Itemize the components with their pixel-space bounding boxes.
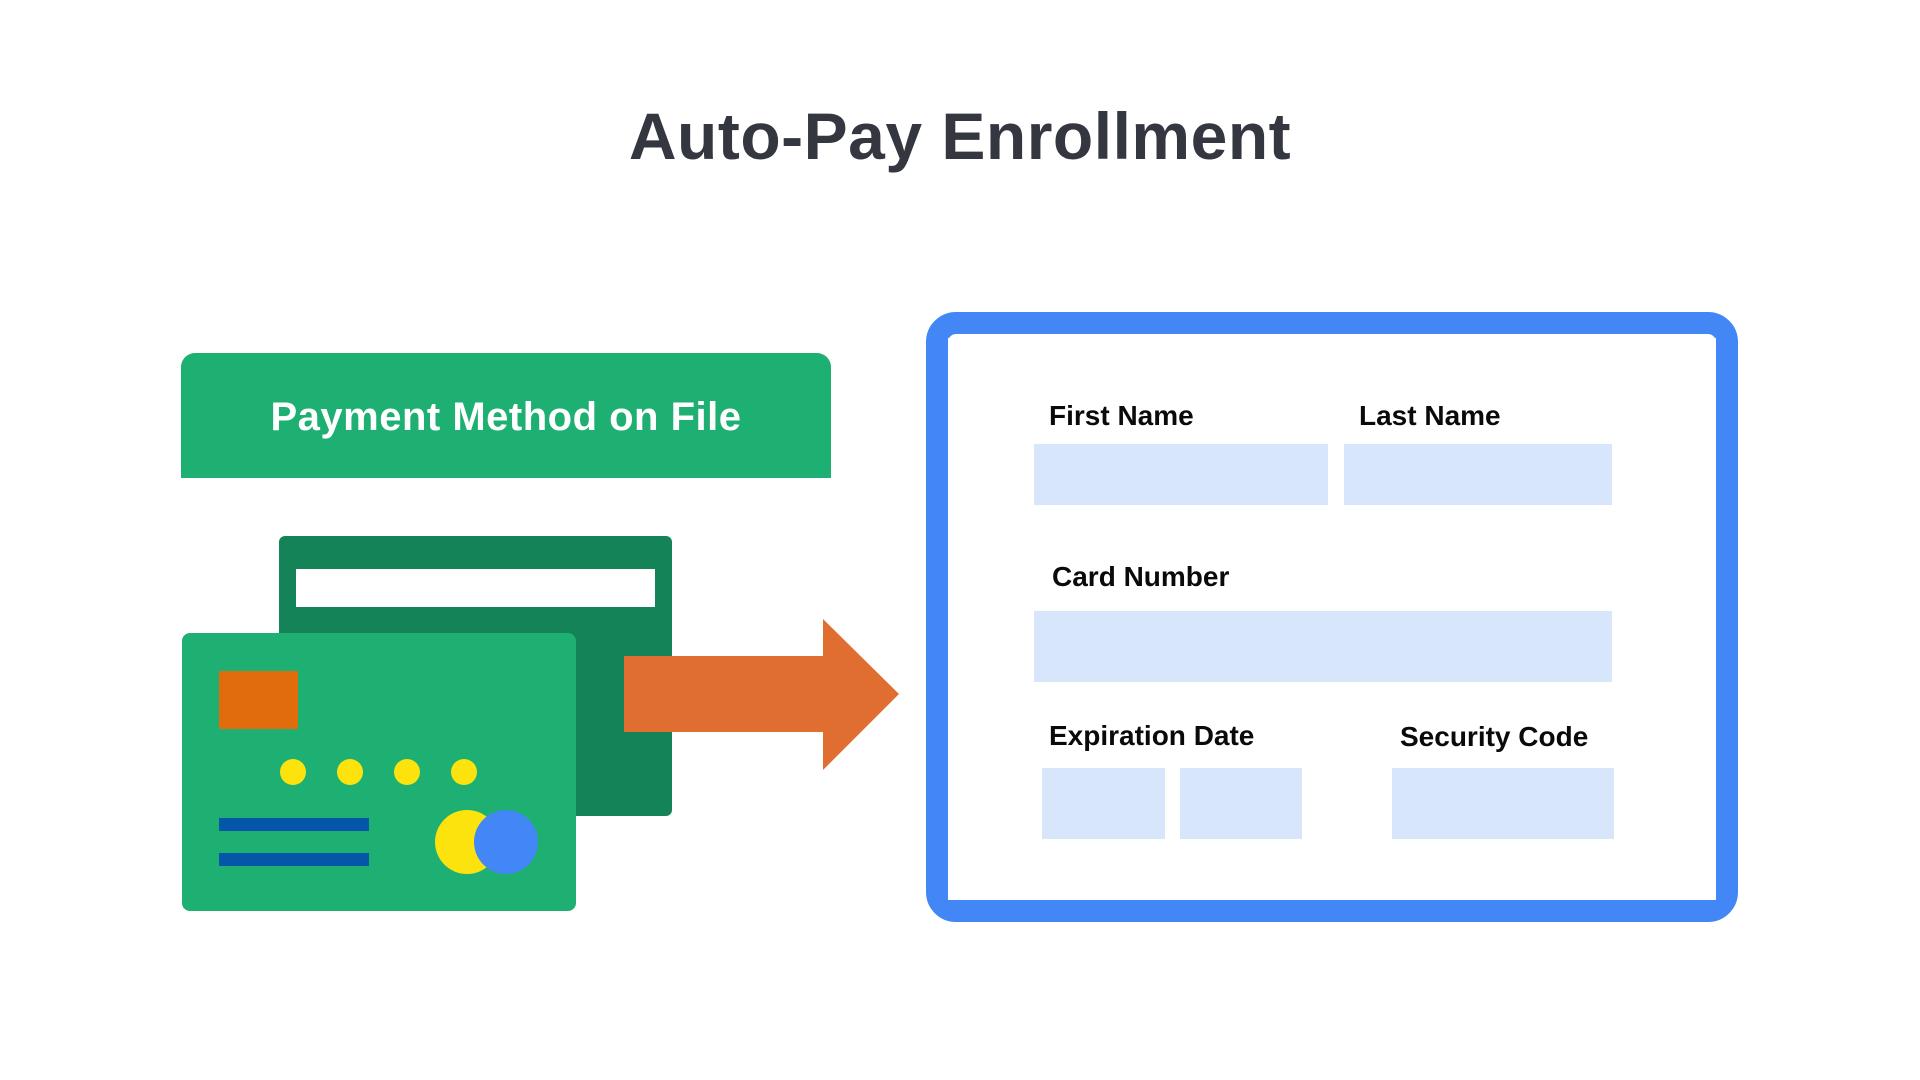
last-name-label: Last Name — [1359, 400, 1501, 431]
card-text-line — [219, 818, 369, 831]
card-dot-icon — [280, 759, 306, 785]
expiration-month-input[interactable] — [1042, 768, 1165, 839]
card-dot-icon — [451, 759, 477, 785]
card-chip-icon — [219, 671, 298, 729]
security-code-input[interactable] — [1392, 768, 1614, 839]
last-name-input[interactable] — [1344, 444, 1612, 505]
card-number-input[interactable] — [1034, 611, 1612, 682]
first-name-label: First Name — [1049, 400, 1194, 431]
security-code-label: Security Code — [1400, 721, 1589, 752]
arrow-right-icon — [624, 619, 899, 770]
card-logo-blue-circle-icon — [474, 810, 538, 874]
card-text-line — [219, 853, 369, 866]
banner-label: Payment Method on File — [270, 395, 742, 439]
credit-card-front-icon — [182, 633, 576, 911]
card-dot-icon — [394, 759, 420, 785]
first-name-input[interactable] — [1034, 444, 1328, 505]
card-dot-icon — [337, 759, 363, 785]
expiration-date-label: Expiration Date — [1049, 720, 1255, 751]
card-signature-stripe — [296, 569, 655, 607]
card-number-label: Card Number — [1052, 561, 1230, 592]
page-title: Auto-Pay Enrollment — [628, 99, 1292, 173]
expiration-year-input[interactable] — [1180, 768, 1302, 839]
payment-method-banner: Payment Method on File — [181, 353, 831, 478]
